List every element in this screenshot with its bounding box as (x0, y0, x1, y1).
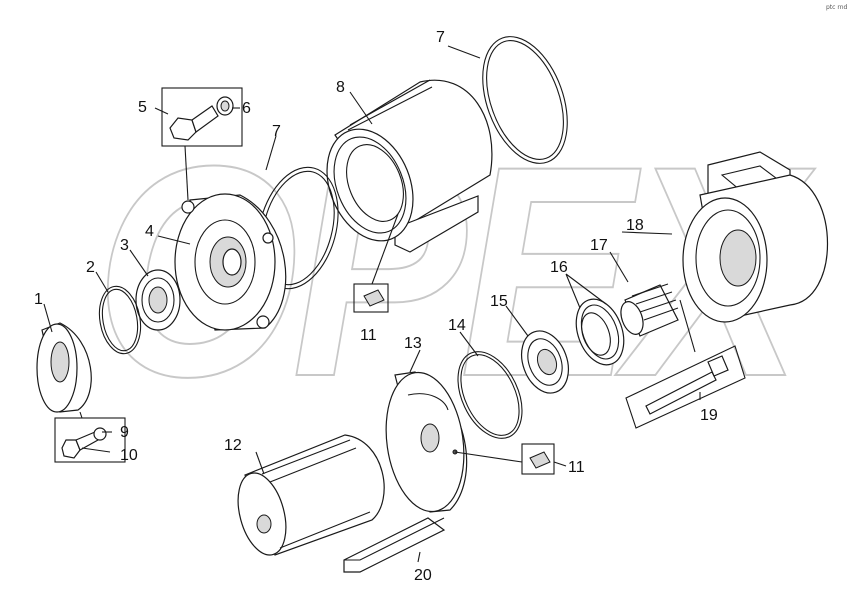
shaft-seal (575, 298, 625, 366)
callout-7-top: 7 (436, 29, 445, 46)
stator-housing (326, 79, 493, 253)
o-ring-rear (457, 351, 523, 439)
callout-12: 12 (224, 437, 242, 454)
snap-ring-large (482, 36, 568, 164)
dowel-pin-lower (521, 443, 555, 475)
callout-15: 15 (490, 293, 508, 310)
callout-14: 14 (448, 317, 466, 334)
callout-6: 6 (242, 100, 251, 117)
callout-11-lower: 11 (568, 459, 585, 476)
dowel-pin-upper (353, 213, 399, 313)
cover-plate (36, 322, 92, 413)
leader-lines (43, 45, 701, 563)
callout-4: 4 (145, 223, 154, 240)
callout-5: 5 (138, 99, 147, 116)
callout-20: 20 (414, 567, 432, 584)
callout-2: 2 (86, 259, 95, 276)
spline-coupling (620, 283, 679, 337)
callout-1: 1 (34, 291, 43, 308)
bearing-front (135, 269, 181, 331)
bolt-washer-box-bottom (54, 411, 126, 463)
rear-housing (682, 151, 828, 323)
callout-11-upper: 11 (360, 327, 377, 344)
tie-bolt-box (625, 299, 746, 429)
bolt-washer-box-top (161, 87, 243, 201)
callout-9: 9 (120, 424, 129, 441)
callout-3: 3 (120, 237, 129, 254)
vane (343, 517, 446, 573)
callout-8: 8 (336, 79, 345, 96)
rotor (237, 434, 385, 556)
callout-19: 19 (700, 407, 718, 424)
callout-7-left: 7 (272, 123, 281, 140)
callout-13: 13 (404, 335, 422, 352)
o-ring (98, 285, 142, 355)
callout-18: 18 (626, 217, 644, 234)
corner-mark: ptc rnd (826, 4, 848, 11)
side-plate (385, 371, 523, 513)
bearing-rear (521, 330, 569, 394)
callout-17: 17 (590, 237, 608, 254)
callout-10: 10 (120, 447, 138, 464)
end-shield (174, 193, 287, 331)
callout-16: 16 (550, 259, 568, 276)
callouts: 1 2 3 4 5 6 7 7 8 9 10 11 11 12 13 14 15… (34, 29, 718, 584)
